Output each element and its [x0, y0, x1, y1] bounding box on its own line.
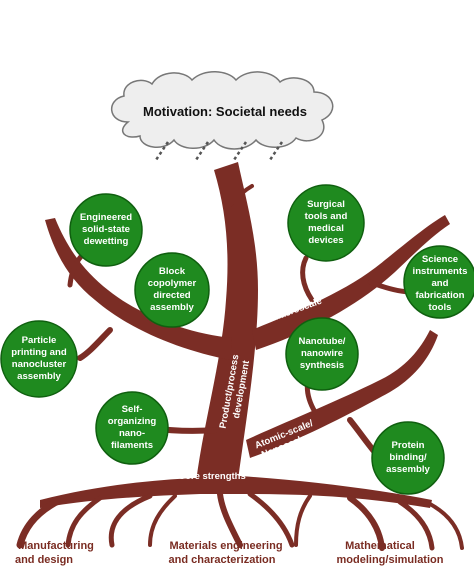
root-mid-2	[217, 491, 243, 548]
svg-text:assembly: assembly	[386, 464, 430, 475]
cloud-title: Motivation: Societal needs	[143, 104, 307, 119]
leaf-self-organizing: Self- organizing nano- filaments	[95, 391, 169, 465]
svg-text:Surgical: Surgical	[307, 199, 345, 210]
root-label-materials-1: Materials engineering	[169, 540, 282, 552]
root-left-2	[65, 495, 103, 548]
root-label-manufacturing-2: and design	[15, 554, 73, 566]
branch-macroscale	[252, 215, 450, 350]
root-left	[16, 496, 64, 549]
branch-mesoscale	[45, 218, 232, 360]
branch-surgical	[300, 255, 315, 303]
root-mid-3	[247, 491, 295, 548]
leaf-science-instruments: Science instruments and fabrication tool…	[403, 245, 474, 319]
root-base	[40, 476, 432, 508]
svg-text:devices: devices	[308, 235, 343, 246]
cloud: Motivation: Societal needs	[111, 71, 334, 161]
branch-atomic	[246, 330, 438, 458]
leaf-particle-printing: Particle printing and nanocluster assemb…	[0, 320, 78, 398]
leaf-block-copolymer: Block copolymer directed assembly	[134, 252, 210, 328]
root-far-right	[428, 502, 464, 550]
svg-text:and: and	[431, 278, 448, 289]
root-right-3	[397, 499, 435, 551]
svg-text:Engineered: Engineered	[80, 212, 132, 223]
root-label-materials-2: and characterization	[169, 554, 276, 566]
svg-text:dewetting: dewetting	[84, 236, 129, 247]
leaf-protein-binding: Protein binding/ assembly	[371, 421, 445, 495]
svg-text:Protein: Protein	[391, 440, 424, 451]
svg-text:synthesis: synthesis	[300, 360, 344, 371]
svg-text:filaments: filaments	[111, 440, 153, 451]
label-core: Core strengths	[178, 471, 246, 482]
svg-text:nano-: nano-	[119, 428, 145, 439]
svg-text:medical: medical	[308, 223, 344, 234]
svg-text:nanocluster: nanocluster	[12, 359, 67, 370]
svg-text:copolymer: copolymer	[148, 278, 197, 289]
root-label-manufacturing-1: Manufacturing	[18, 540, 94, 552]
leaf-nanotube: Nanotube/ nanowire synthesis	[285, 317, 359, 391]
svg-text:assembly: assembly	[17, 371, 61, 382]
svg-text:Self-: Self-	[122, 404, 143, 415]
root-mid	[148, 494, 177, 547]
svg-text:Particle: Particle	[22, 335, 57, 346]
branch-particle	[77, 327, 113, 361]
svg-text:printing and: printing and	[11, 347, 67, 358]
svg-text:Science: Science	[422, 254, 458, 265]
rain-drops	[154, 141, 284, 161]
svg-text:Nanotube/: Nanotube/	[299, 336, 346, 347]
svg-text:binding/: binding/	[389, 452, 427, 463]
leaf-surgical-tools: Surgical tools and medical devices	[287, 184, 365, 262]
svg-text:tools: tools	[429, 302, 452, 313]
root-mid-left	[108, 493, 153, 548]
branch-upper-right	[228, 184, 254, 207]
svg-text:nanowire: nanowire	[301, 348, 343, 359]
trunk	[196, 162, 258, 482]
root-right-2	[347, 495, 385, 551]
svg-text:Block: Block	[159, 266, 186, 277]
svg-text:fabrication: fabrication	[415, 290, 464, 301]
svg-text:directed: directed	[153, 290, 190, 301]
cloud-shape	[111, 71, 334, 150]
svg-text:solid-state: solid-state	[82, 224, 130, 235]
svg-text:organizing: organizing	[108, 416, 157, 427]
svg-text:instruments: instruments	[413, 266, 468, 277]
svg-text:tools and: tools and	[305, 211, 348, 222]
leaf-engineered: Engineered solid-state dewetting	[69, 193, 143, 267]
svg-text:assembly: assembly	[150, 302, 194, 313]
root-right	[294, 494, 312, 547]
leaves: Engineered solid-state dewetting Block c…	[0, 184, 474, 495]
root-labels: Manufacturing and design Materials engin…	[15, 540, 444, 566]
root-label-mathematical-2: modeling/simulation	[337, 554, 444, 566]
root-label-mathematical-1: Mathematical	[345, 540, 415, 552]
tree	[16, 162, 464, 551]
